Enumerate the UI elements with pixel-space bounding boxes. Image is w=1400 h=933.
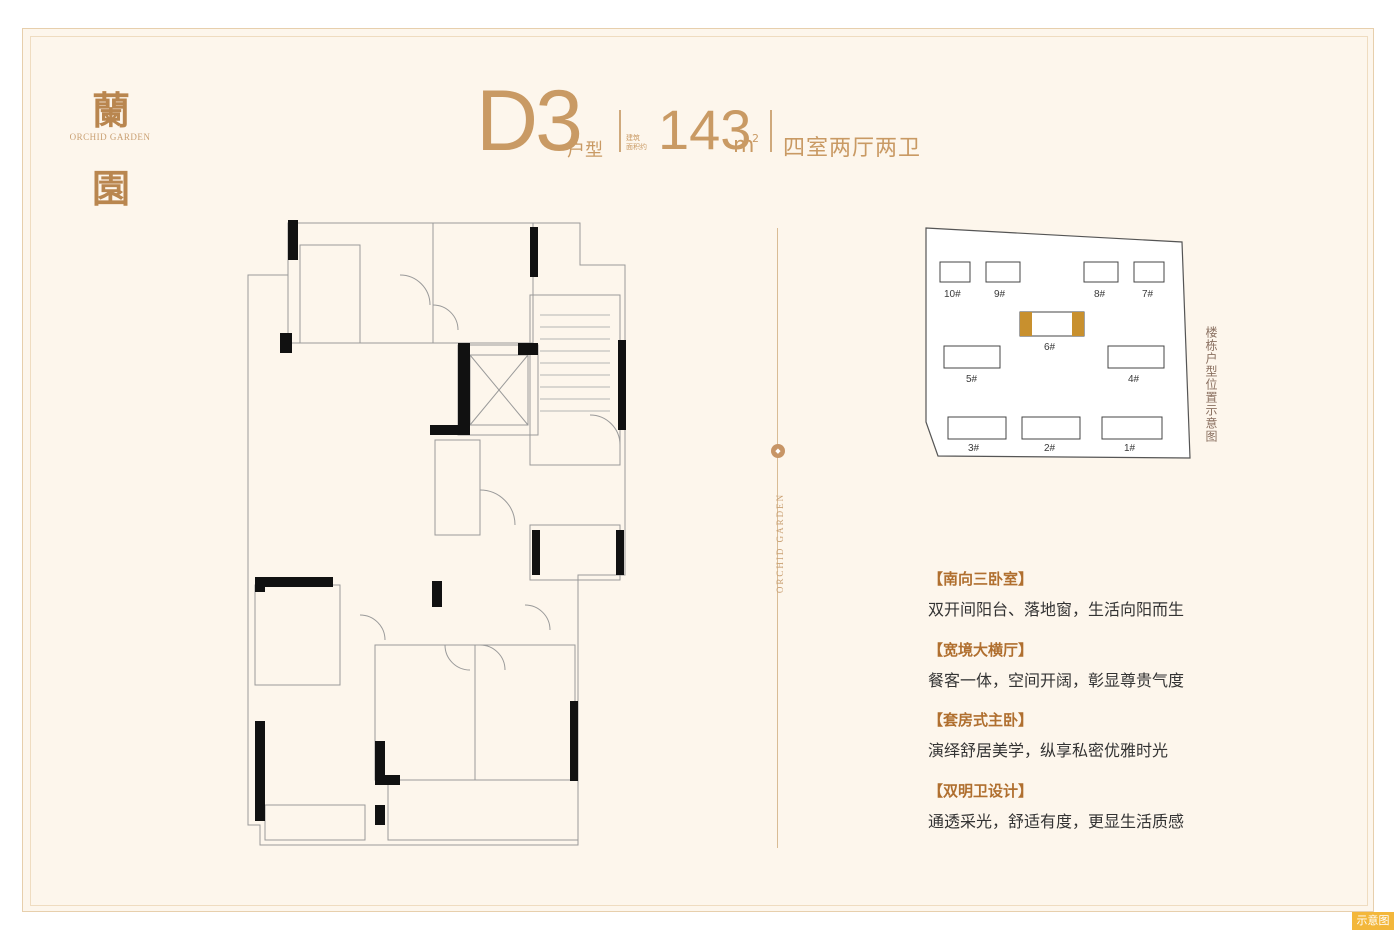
building-10 <box>939 261 971 283</box>
building-label: 2# <box>1044 443 1056 454</box>
building-label: 1# <box>1124 443 1136 454</box>
unit-type-code: D3 <box>476 73 583 169</box>
feature-title: 【双明卫设计】 <box>928 782 1034 800</box>
vertical-brand-text: ORCHID GARDEN <box>775 492 785 594</box>
feature-description: 通透采光，舒适有度，更显生活质感 <box>928 812 1185 831</box>
building-label: 6# <box>1044 342 1056 353</box>
brochure-card <box>22 28 1374 912</box>
seal-icon: ◆ <box>771 444 785 458</box>
building-4 <box>1107 345 1165 369</box>
area-unit: m <box>733 133 755 158</box>
building-label: 10# <box>944 289 961 300</box>
illustration-badge: 示意图 <box>1352 912 1394 930</box>
feature-title: 【南向三卧室】 <box>928 570 1034 588</box>
unit-type-suffix: 户型 <box>567 140 603 161</box>
site-plan: 10# 9# 8# 7# 6# 5# 4# 3# 2# 1# <box>925 227 1191 459</box>
building-2 <box>1021 416 1081 440</box>
feature-description: 双开间阳台、落地窗，生活向阳而生 <box>928 600 1185 619</box>
center-divider <box>777 228 778 848</box>
logo-char-top: 蘭 <box>92 88 131 133</box>
logo-english: ORCHID GARDEN <box>69 132 151 142</box>
logo-char-bottom: 園 <box>92 166 131 211</box>
building-label: 7# <box>1142 289 1154 300</box>
unit-layout-description: 四室两厅两卫 <box>783 136 922 161</box>
building-label: 5# <box>966 374 978 385</box>
site-plan-caption: 楼栋户型位置示意图 <box>1204 326 1218 443</box>
building-7 <box>1133 261 1165 283</box>
area-unit-superscript: 2 <box>752 132 759 145</box>
building-5 <box>943 345 1001 369</box>
feature-title: 【套房式主卧】 <box>928 711 1034 729</box>
building-label: 4# <box>1128 374 1140 385</box>
building-3 <box>947 416 1007 440</box>
area-label-line1: 建筑 <box>626 134 640 142</box>
building-1 <box>1101 416 1163 440</box>
area-label-line2: 面积约 <box>626 143 647 151</box>
building-label: 3# <box>968 443 980 454</box>
building-9 <box>985 261 1021 283</box>
feature-description: 演绎舒居美学，纵享私密优雅时光 <box>928 741 1169 760</box>
building-label: 9# <box>994 289 1006 300</box>
feature-description: 餐客一体，空间开阔，彰显尊贵气度 <box>928 671 1185 690</box>
unit-area: 143 <box>658 98 752 161</box>
building-label: 8# <box>1094 289 1106 300</box>
title-divider <box>619 110 621 152</box>
building-8 <box>1083 261 1119 283</box>
title-divider <box>770 110 772 152</box>
feature-title: 【宽境大横厅】 <box>928 641 1034 659</box>
floor-plan <box>247 220 626 846</box>
